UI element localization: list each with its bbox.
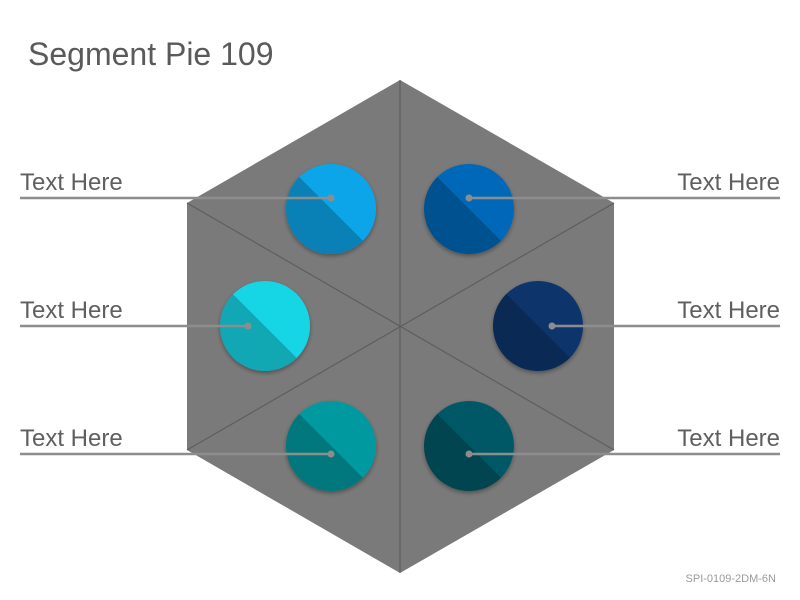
slide-code: SPI-0109-2DM-6N bbox=[685, 573, 776, 585]
segment-label-3: Text Here bbox=[20, 297, 123, 324]
segment-label-2: Text Here bbox=[677, 169, 780, 196]
segment-circle-6 bbox=[424, 401, 514, 491]
segment-circle-4 bbox=[493, 281, 583, 371]
leader-dot-4 bbox=[548, 322, 556, 330]
leader-dot-2 bbox=[465, 194, 473, 202]
page-title: Segment Pie 109 bbox=[28, 36, 274, 72]
leader-dot-1 bbox=[327, 194, 335, 202]
segment-label-6: Text Here bbox=[677, 425, 780, 452]
segment-label-1: Text Here bbox=[20, 169, 123, 196]
segment-label-5: Text Here bbox=[20, 425, 123, 452]
leader-dot-3 bbox=[244, 322, 252, 330]
leader-dot-5 bbox=[327, 450, 335, 458]
segment-circle-5 bbox=[286, 401, 376, 491]
segment-circle-2 bbox=[424, 164, 514, 254]
hexagon-segment-dividers bbox=[186, 80, 615, 573]
segment-label-4: Text Here bbox=[677, 297, 780, 324]
segment-circle-1 bbox=[286, 164, 376, 254]
segment-circle-3 bbox=[220, 281, 310, 371]
leader-dot-6 bbox=[465, 450, 473, 458]
